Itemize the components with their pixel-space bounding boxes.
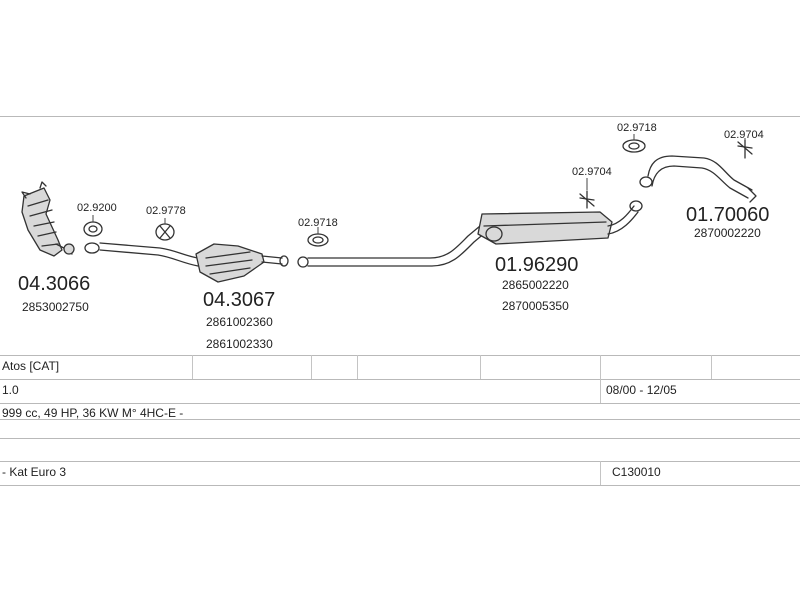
part-oem-1a: 2853002750: [22, 300, 89, 314]
small-part-label-6: 02.9704: [724, 129, 764, 141]
small-part-label-1: 02.9200: [77, 202, 117, 214]
part-code-3: 01.96290: [495, 254, 578, 276]
part-oem-2b: 2861002330: [206, 337, 273, 351]
col-divider-6: [711, 355, 712, 379]
small-part-label-3: 02.9718: [298, 217, 338, 229]
top-rule: [0, 116, 800, 117]
table-rule-4: [0, 419, 800, 420]
col-divider-4: [480, 355, 481, 379]
small-part-label-5: 02.9718: [617, 122, 657, 134]
middle-pipe: [297, 225, 487, 268]
leader-lines: [92, 134, 746, 234]
part-code-2: 04.3067: [203, 289, 275, 311]
table-rule-7: [0, 485, 800, 486]
table-rule-3: [0, 403, 800, 404]
small-part-label-4: 02.9704: [572, 166, 612, 178]
col-divider-2: [311, 355, 312, 379]
table-rule-2: [0, 379, 800, 380]
engine-spec: 999 cc, 49 HP, 36 KW M° 4HC-E -: [2, 406, 184, 420]
small-parts: [83, 139, 753, 247]
table-rule-5: [0, 438, 800, 439]
vehicle-model: Atos [CAT]: [2, 359, 60, 373]
part-oem-3b: 2870005350: [502, 299, 569, 313]
col-divider-3: [357, 355, 358, 379]
front-catalytic-converter: [21, 181, 75, 257]
rear-tailpipe: [639, 155, 757, 203]
small-part-label-2: 02.9778: [146, 205, 186, 217]
part-code-4: 01.70060: [686, 204, 769, 226]
part-oem-3a: 2865002220: [502, 278, 569, 292]
emission-note: - Kat Euro 3: [2, 465, 67, 479]
catalyst-pipe: [84, 242, 289, 283]
catalogue-ref: C130010: [612, 465, 661, 479]
production-years: 08/00 - 12/05: [606, 383, 677, 397]
centre-silencer: [477, 200, 643, 245]
part-oem-4a: 2870002220: [694, 226, 761, 240]
col-divider-5: [600, 355, 601, 403]
col-divider-1: [192, 355, 193, 379]
col-divider-7: [600, 461, 601, 485]
part-code-1: 04.3066: [18, 273, 90, 295]
table-rule-6: [0, 461, 800, 462]
table-rule-1: [0, 355, 800, 356]
part-oem-2a: 2861002360: [206, 315, 273, 329]
engine-size: 1.0: [2, 383, 19, 397]
